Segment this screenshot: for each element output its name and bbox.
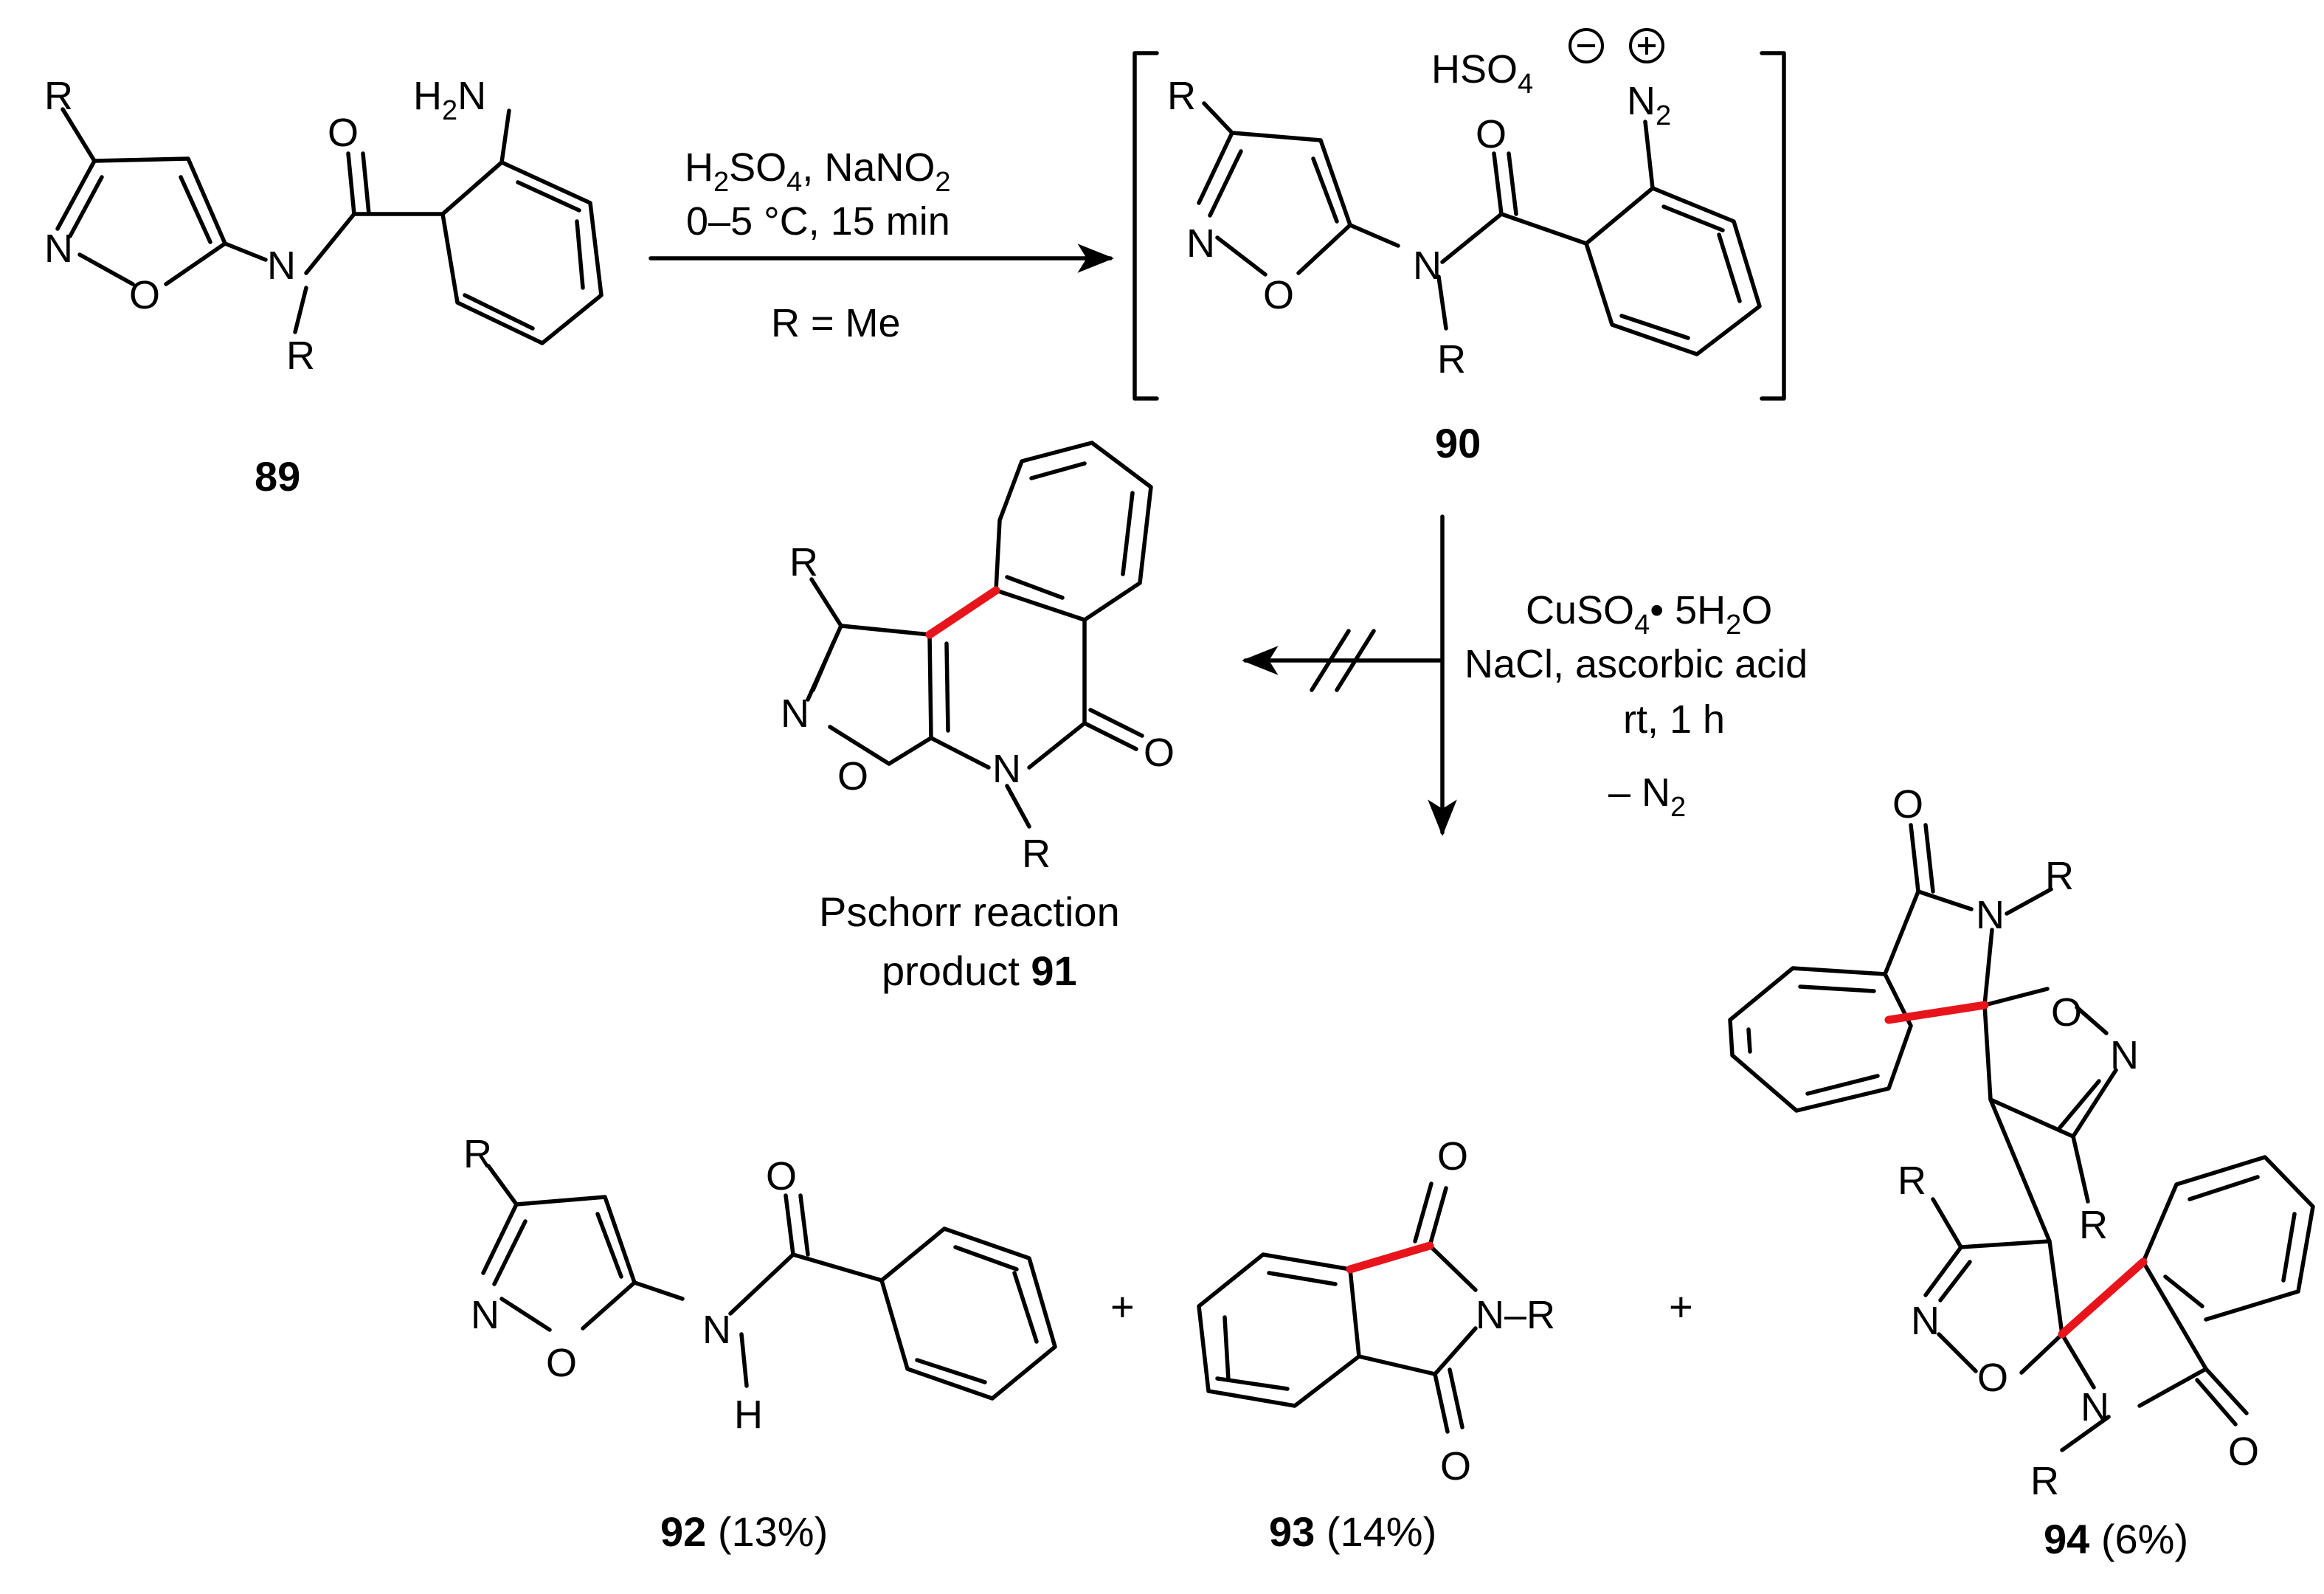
atom-r: R — [1898, 1159, 1926, 1203]
plus-sign: + — [1669, 1283, 1693, 1330]
atom-h: H — [734, 1393, 763, 1437]
new-bond-highlight — [1884, 1001, 1989, 1024]
compound-89-label: 89 — [255, 453, 300, 500]
new-bond-highlight — [2058, 1257, 2148, 1339]
atom-r: R — [2079, 1203, 2108, 1247]
atom-r: R — [2045, 854, 2074, 898]
reagent2-line-1: CuSO4• 5H2O — [1526, 588, 1772, 641]
new-bond-highlight — [1346, 1241, 1434, 1274]
compound-90-label: 90 — [1435, 420, 1481, 466]
compound-91-caption-line2: product 91 — [882, 948, 1077, 994]
atom-n: N — [1911, 1299, 1940, 1343]
reagent2-line-3: rt, 1 h — [1623, 697, 1725, 742]
atom-n: N — [44, 227, 73, 271]
atom-o: O — [1476, 112, 1507, 156]
atom-n: N — [2110, 1033, 2139, 1077]
reagent-line-3: R = Me — [771, 301, 901, 345]
atom-n: N — [702, 1308, 731, 1352]
atom-o: O — [837, 754, 868, 798]
compound-90-structure — [1197, 101, 1762, 356]
atom-n: N — [992, 747, 1021, 791]
compound-94-label: 94 (6%) — [2044, 1516, 2188, 1562]
atom-r: R — [463, 1132, 492, 1176]
new-bond-highlight — [925, 586, 1000, 639]
reagent-line-1: H2SO4, NaNO2 — [685, 145, 951, 198]
compound-92-structure — [481, 1164, 1057, 1401]
atom-r: R — [44, 74, 73, 118]
atom-n: N — [1186, 221, 1215, 266]
atom-n: N — [267, 244, 296, 288]
reagent-line-2: 0–5 °C, 15 min — [686, 199, 950, 244]
atom-r: R — [2030, 1459, 2059, 1503]
compound-93-label: 93 (14%) — [1269, 1508, 1436, 1555]
compound-94-structure — [1728, 823, 2315, 1452]
reagent2-line-4: – N2 — [1608, 770, 1686, 823]
atom-o: O — [2051, 990, 2082, 1035]
atom-n: N — [1976, 893, 2005, 937]
imide-n-r-label: N–R — [1476, 1293, 1555, 1337]
atom-o: O — [1263, 273, 1294, 317]
plus-sign: + — [1110, 1283, 1135, 1330]
atom-o: O — [1437, 1134, 1468, 1179]
atom-o: O — [1144, 731, 1175, 775]
atom-r: R — [1022, 832, 1051, 876]
atom-n: N — [781, 691, 809, 736]
atom-o: O — [1892, 782, 1923, 827]
atom-r: R — [789, 540, 818, 584]
compound-93-structure — [1197, 1181, 1478, 1434]
atom-o: O — [546, 1341, 577, 1385]
compound-89-structure — [55, 107, 604, 345]
amine-label: H2N — [413, 74, 486, 126]
atom-r: R — [1437, 337, 1466, 382]
compound-92-label: 92 (13%) — [660, 1508, 828, 1555]
reagent2-line-2: NaCl, ascorbic acid — [1464, 642, 1808, 686]
minus-charge-icon — [1569, 28, 1604, 63]
bracket-left — [1132, 51, 1159, 401]
atom-o: O — [328, 111, 359, 155]
compound-91-caption-line1: Pschorr reaction — [819, 889, 1120, 935]
compound-91-structure — [806, 441, 1153, 829]
atom-n: N — [2081, 1385, 2109, 1429]
atom-r: R — [1167, 74, 1196, 118]
atom-o: O — [129, 273, 160, 317]
bracket-right — [1760, 51, 1786, 401]
atom-o: O — [766, 1154, 797, 1198]
n2-label: N2 — [1627, 79, 1671, 131]
plus-charge-icon — [1629, 28, 1664, 63]
atom-n: N — [471, 1293, 499, 1337]
atom-o: O — [2228, 1429, 2259, 1474]
atom-o: O — [1440, 1444, 1471, 1488]
hso4-label: HSO4 — [1431, 47, 1533, 100]
atom-n: N — [1413, 244, 1442, 288]
blocked-arrow-slash-icon — [1310, 629, 1376, 692]
atom-o: O — [1977, 1356, 2008, 1400]
atom-r: R — [286, 334, 315, 378]
